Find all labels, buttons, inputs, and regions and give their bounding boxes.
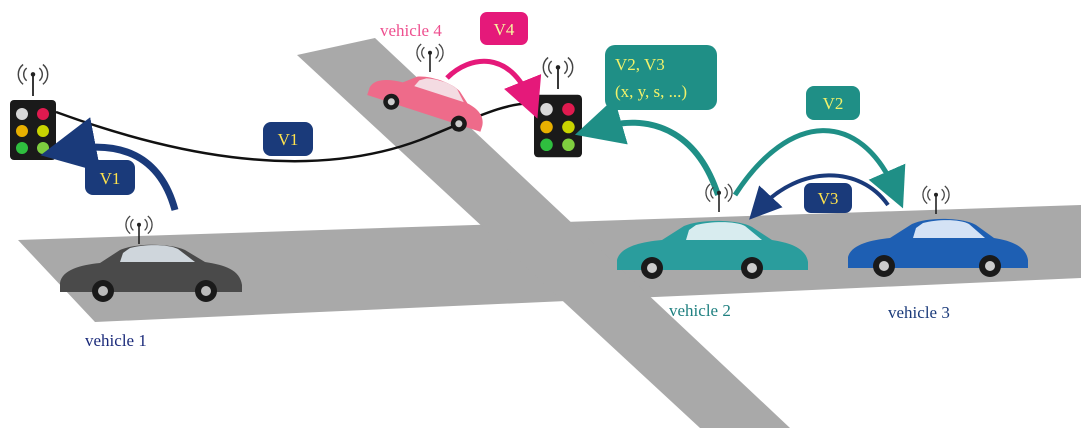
message-v2v3-line2: (x, y, s, ...) <box>615 82 687 101</box>
antenna-icon <box>705 183 733 212</box>
message-v1-link-text: V1 <box>278 130 299 149</box>
message-v3-text: V3 <box>818 189 839 208</box>
traffic-light-icon <box>10 100 56 160</box>
message-v2: V2 <box>806 86 860 120</box>
message-v2v3: V2, V3 (x, y, s, ...) <box>605 45 717 110</box>
vehicle-4-car <box>367 43 483 132</box>
message-v3: V3 <box>804 183 852 213</box>
arrow-v4 <box>445 58 542 119</box>
vehicle-1-label: vehicle 1 <box>85 331 147 350</box>
link-v1-curve <box>55 102 536 163</box>
car-icon <box>367 76 483 132</box>
message-v1-link: V1 <box>263 122 313 156</box>
antenna-icon <box>416 43 444 72</box>
message-v4-text: V4 <box>494 20 515 39</box>
traffic-light-icon <box>534 94 582 158</box>
vehicle-2-label: vehicle 2 <box>669 301 731 320</box>
car-icon <box>617 220 808 279</box>
arrow-v2 <box>732 128 906 209</box>
message-v2v3-line1: V2, V3 <box>615 55 665 74</box>
message-v2-text: V2 <box>823 94 844 113</box>
vehicle-3-label: vehicle 3 <box>888 303 950 322</box>
vehicle-4-label: vehicle 4 <box>380 21 442 40</box>
vehicle-3-car <box>848 185 1028 277</box>
car-icon <box>60 244 242 302</box>
message-v4: V4 <box>480 12 528 45</box>
arrow-v2v3 <box>574 98 721 196</box>
arrow-v3 <box>749 173 890 220</box>
traffic-light-right <box>534 56 582 158</box>
road-network <box>18 38 1081 428</box>
vehicle-1-car <box>60 215 242 302</box>
antenna-icon <box>17 63 49 96</box>
arrow-v1-signal <box>40 117 179 211</box>
message-v1-signal: V1 <box>85 160 135 195</box>
diagonal-road <box>297 38 790 428</box>
antenna-icon <box>542 56 574 89</box>
car-icon <box>848 218 1028 277</box>
traffic-light-left <box>10 63 56 160</box>
vehicle-2-car <box>617 183 808 279</box>
message-v1-signal-text: V1 <box>100 169 121 188</box>
